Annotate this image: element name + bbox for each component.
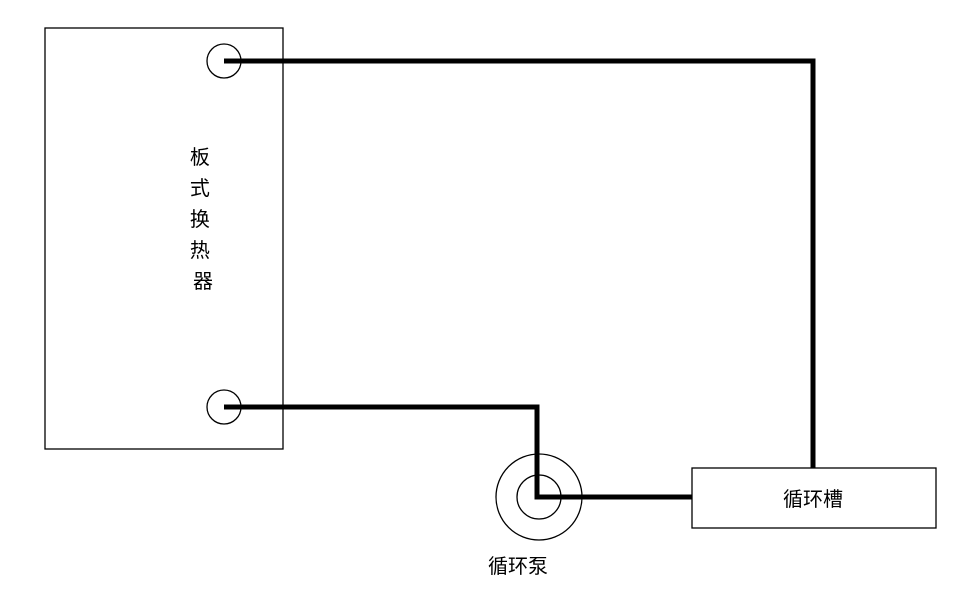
port-top-icon: [206, 43, 242, 79]
pipe-exchanger-to-tank: [224, 58, 816, 468]
heat-exchanger-label-char: 换: [190, 207, 210, 231]
pipe-exchanger-to-pump: [224, 404, 692, 500]
pump-outer-circle: [495, 453, 583, 541]
tank-label: 循环槽: [783, 487, 843, 511]
port-bottom-icon: [206, 389, 242, 425]
heat-exchanger-label-char: 板: [190, 145, 210, 169]
heat-exchanger-label-char: 器: [193, 269, 213, 293]
heat-exchanger-box: [44, 27, 284, 450]
pump-inner-circle: [516, 474, 562, 520]
pump-label: 循环泵: [488, 554, 548, 578]
heat-exchanger-label: 板 式 换 热 器: [190, 145, 216, 293]
tank-box: [691, 467, 937, 529]
heat-exchanger-label-char: 式: [190, 176, 210, 200]
heat-exchanger-label-char: 热: [190, 238, 210, 262]
